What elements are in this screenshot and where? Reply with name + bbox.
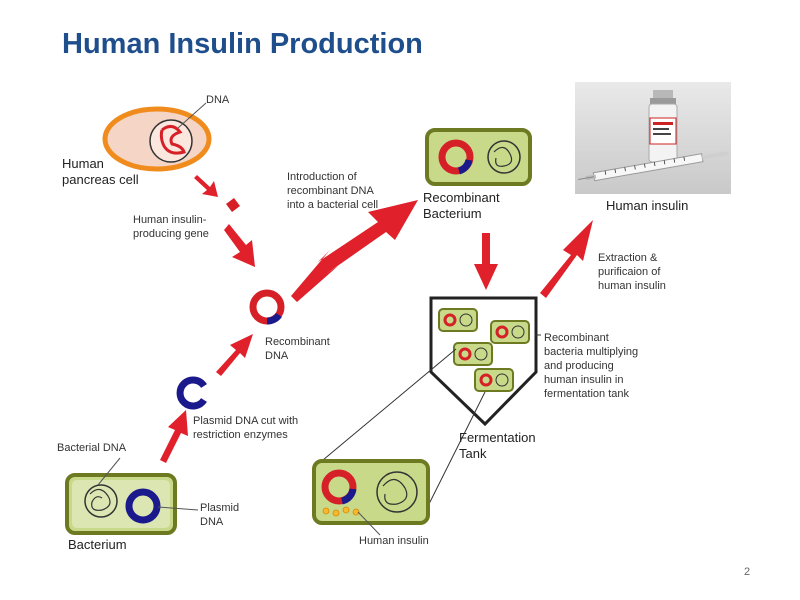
tank-bacterium-1 (438, 308, 478, 332)
tank-bacterium-2 (490, 320, 530, 344)
insulin-gene-label: Human insulin- producing gene (133, 214, 209, 240)
arrow-introduction (291, 200, 418, 302)
recombinant-dna-ring (249, 289, 285, 325)
insulin-vial-syringe-photo (575, 82, 731, 194)
tank-bacterium-3 (453, 342, 493, 366)
fermentation-tank (429, 296, 538, 427)
human-pancreas-cell-label: Human pancreas cell (62, 156, 139, 187)
arrow-to-tank (474, 233, 498, 290)
recombinant-bacterium-label: Recombinant Bacterium (423, 190, 500, 221)
arrow-extraction (540, 220, 593, 298)
page-number: 2 (744, 566, 751, 578)
recombinant-bacteria-multiplying-label: Recombinant bacteria multiplying and pro… (544, 332, 639, 400)
recombinant-dna-label: Recombinant DNA (265, 336, 330, 362)
bacterium-label: Bacterium (68, 537, 127, 552)
enlarged-recombinant-bacterium (312, 459, 430, 536)
slide-title: Human Insulin Production (62, 28, 423, 60)
plasmid-dna-label: Plasmid DNA (200, 502, 240, 528)
arrow-gene-to-recombinant (224, 224, 255, 267)
zoom-line-1 (322, 348, 457, 461)
bacterial-dna-label: Bacterial DNA (57, 442, 127, 454)
dna-pointer-line (177, 102, 207, 129)
insulin-molecules (322, 506, 360, 517)
zoom-line-2 (425, 391, 486, 511)
dna-label: DNA (206, 94, 230, 106)
human-insulin-product-label: Human insulin (606, 198, 689, 213)
human-pancreas-cell (102, 102, 212, 172)
process-arrows (160, 175, 593, 463)
bacterium-cell (65, 457, 199, 535)
cut-plasmid (176, 376, 207, 410)
extraction-label: Extraction & purificaion of human insuli… (598, 252, 666, 292)
fermentation-tank-label: Fermentation Tank (459, 430, 536, 461)
insulin-gene-fragment (226, 198, 240, 212)
arrow-pancreas-to-gene (194, 175, 218, 197)
introduction-label: Introduction of recombinant DNA into a b… (287, 171, 379, 211)
tank-bacterium-4 (474, 368, 514, 392)
human-insulin-small-label: Human insulin (359, 535, 429, 547)
plasmid-cut-label: Plasmid DNA cut with restriction enzymes (193, 415, 299, 441)
arrow-bacterium-to-plasmid (160, 410, 188, 463)
recombinant-bacterium-cell (425, 128, 532, 186)
arrow-plasmid-to-recombinant (216, 334, 253, 376)
